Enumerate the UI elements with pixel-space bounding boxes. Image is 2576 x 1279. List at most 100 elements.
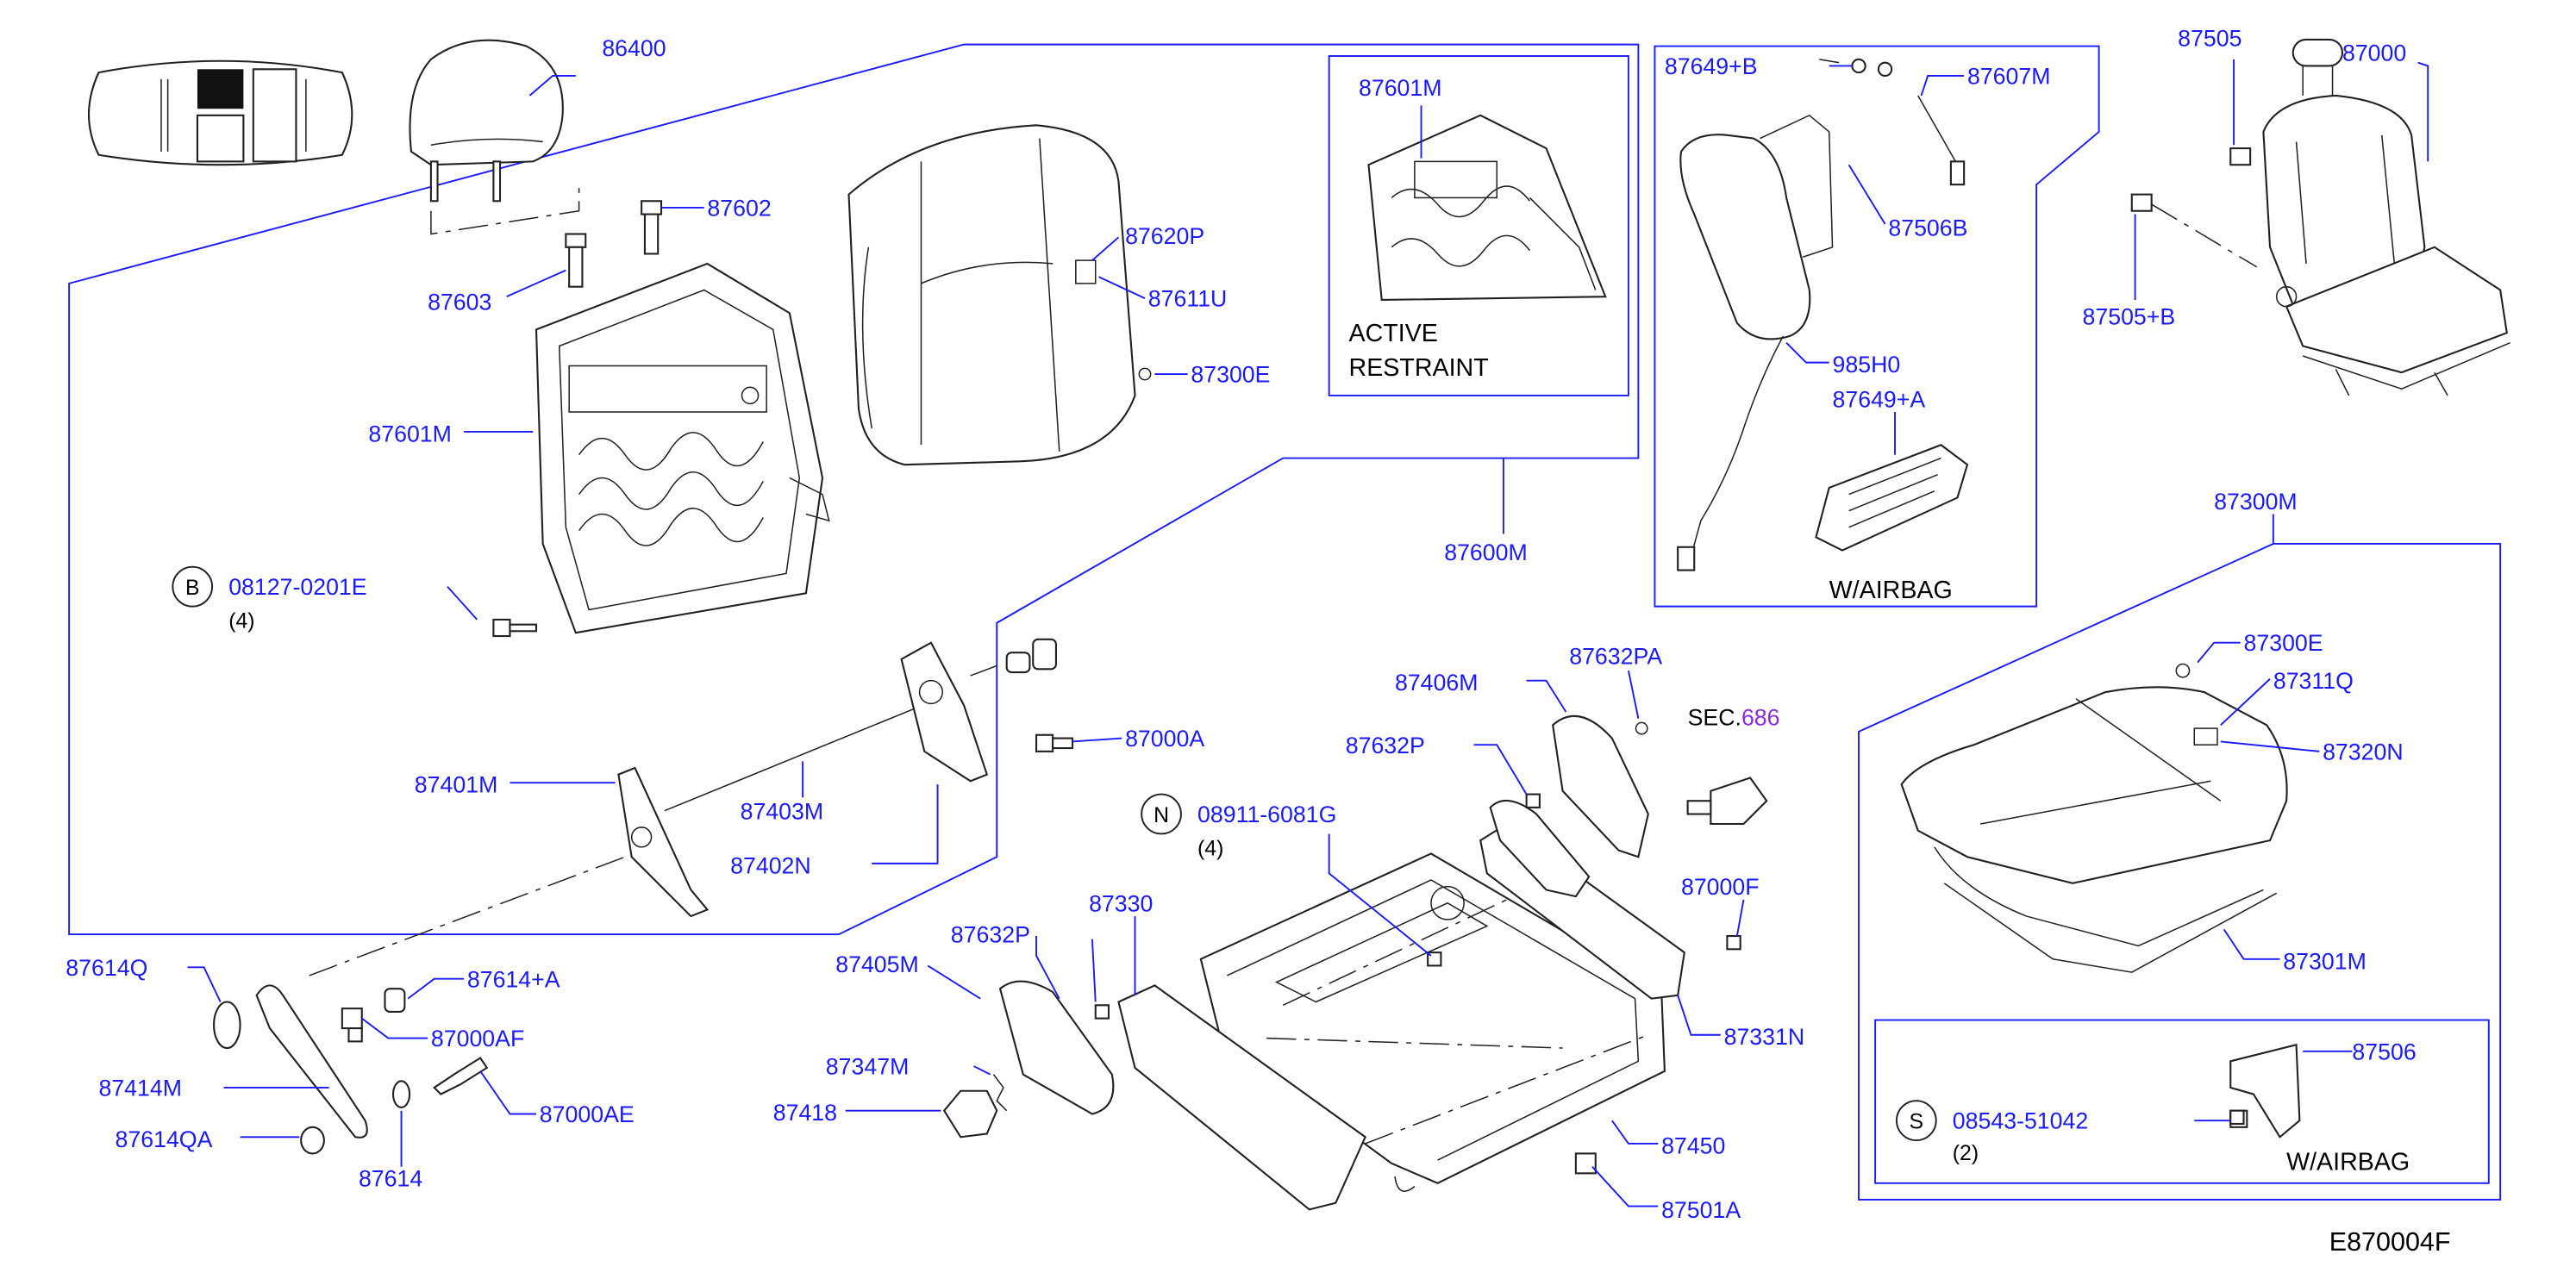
fastener-symbol: S: [1910, 1111, 1924, 1134]
shaft-87000AE: [433, 1057, 489, 1095]
fastener-part-number: 08543-51042: [1953, 1108, 2088, 1134]
fastener-quantity: (4): [228, 609, 254, 633]
callout-label: 87403M: [741, 798, 824, 824]
callout-label: 985H0: [1833, 352, 1901, 377]
callout-label: 87300E: [2244, 630, 2323, 656]
screw-87632P-lower: [1094, 1004, 1110, 1020]
airbag-bracket-frame: [1874, 1019, 2490, 1184]
bolt-87000A: [1035, 733, 1074, 752]
callout-label: 87601M: [1359, 75, 1442, 101]
callout-label: 87401M: [415, 772, 498, 798]
callout-label: 87301M: [2283, 948, 2367, 974]
callout-label: 87000AF: [431, 1026, 524, 1051]
w-airbag-note-bottom: W/AIRBAG: [2286, 1148, 2410, 1176]
side-cover-87632P-lower: [998, 980, 1115, 1115]
callout-label: 87614QA: [116, 1126, 213, 1152]
headrest-guide-87603: [565, 233, 587, 288]
bolt-08543-51042: [2229, 1109, 2245, 1126]
bolt-08127-0201E: [492, 618, 538, 638]
cushion-group-frame: [1858, 543, 2502, 1201]
clip-87300E-cushion: [2175, 663, 2191, 678]
rod-87403M: [664, 708, 916, 812]
callout-label: 87614Q: [66, 955, 147, 981]
callout-label: 87450: [1661, 1132, 1725, 1158]
side-cover-87406M: [1552, 714, 1649, 858]
w-airbag-note-top: W/AIRBAG: [1829, 577, 1953, 604]
callout-label: 87418: [773, 1100, 837, 1126]
slide-rail-87330: [1117, 984, 1366, 1211]
callout-label: 87649+B: [1665, 53, 1758, 79]
washer-87614: [391, 1080, 411, 1108]
callout-label: 87000AE: [540, 1101, 635, 1127]
section-number: 686: [1741, 704, 1780, 730]
bracket-dash: [1819, 59, 1840, 64]
callout-label: 87614+A: [467, 966, 560, 992]
callout-label: 87414M: [98, 1075, 182, 1101]
fastener-quantity: (2): [1953, 1142, 1979, 1165]
callout-label: 87311Q: [2273, 668, 2354, 694]
bushing-set: [1005, 638, 1057, 674]
callout-label: 87505: [2178, 26, 2241, 52]
seatback-frame-87601M: [535, 262, 830, 634]
nut-87649+B: [1851, 58, 1893, 78]
section-prefix: SEC.: [1688, 704, 1741, 730]
screw-87632P-upper: [1525, 793, 1541, 808]
active-restraint-frame-detail: [1367, 114, 1607, 302]
airbag-bracket-87649+A: [1815, 444, 1969, 552]
seatback-trim-87620P: [847, 124, 1136, 466]
clip-87300E-top: [1138, 367, 1152, 381]
callout-label: 87000A: [1125, 726, 1204, 752]
section-reference: SEC.686: [1688, 704, 1780, 730]
callout-label: 87632PA: [1569, 644, 1662, 670]
callout-label: 87000: [2342, 41, 2406, 66]
active-restraint-note-line1: ACTIVE: [1349, 320, 1438, 347]
fastener-part-number: 08911-6081G: [1197, 802, 1336, 827]
seat-cover-87505: [2229, 147, 2252, 166]
callout-label: 87632P: [951, 922, 1030, 948]
headrest-86400: [409, 39, 564, 203]
callout-label: 87300E: [1191, 362, 1270, 388]
seat-cushion-87300M: [1900, 686, 2288, 973]
fastener-callout-n: N 08911-6081G (4): [1141, 793, 1336, 860]
front-seat-assembly-87000: [2262, 38, 2510, 396]
callout-label: 87632P: [1346, 733, 1425, 758]
callout-label: 87649+A: [1833, 386, 1926, 412]
recliner-87401M: [617, 766, 710, 918]
knob-87418: [942, 1089, 998, 1139]
fastener-callout-s: S 08543-51042 (2): [1895, 1100, 2088, 1165]
callout-label: 87320N: [2323, 739, 2404, 764]
belt-87414M: [255, 984, 368, 1139]
fastener-symbol: N: [1154, 804, 1169, 827]
fastener-symbol: B: [185, 577, 200, 600]
leader-lines: [187, 59, 2429, 1207]
recliner-87402N: [900, 641, 989, 783]
callout-label: 87501A: [1661, 1197, 1741, 1223]
callout-label: 87330: [1089, 890, 1153, 916]
buckle-sec-686: [1686, 777, 1768, 826]
callout-label: 87601M: [368, 421, 452, 446]
airbag-harness-87607M: [1917, 95, 1966, 186]
callout-label: 87406M: [1395, 670, 1479, 696]
callout-label: 87603: [428, 289, 491, 315]
callout-label: 87405M: [835, 951, 919, 977]
callout-label: 87300M: [2214, 489, 2298, 515]
callout-label: 87402N: [730, 852, 811, 878]
callout-label: 87506: [2352, 1039, 2416, 1064]
callout-label: 87607M: [1967, 63, 2051, 89]
cap-87614+A: [384, 988, 406, 1014]
side-airbag-985H0: [1677, 114, 1834, 571]
callout-label: 87602: [707, 195, 771, 221]
callout-label: 87620P: [1125, 223, 1204, 249]
side-cover-87632P-upper: [1489, 799, 1591, 898]
headrest-guide-87602: [641, 200, 663, 255]
callout-label: 87331N: [1724, 1024, 1805, 1050]
seatback-group-frame: [68, 43, 1640, 936]
seat-cover-87505+B: [2130, 193, 2153, 212]
pulley-87614Q: [212, 1001, 241, 1050]
fastener-callout-b: B 08127-0201E (4): [172, 565, 367, 633]
bolt-87000AF: [341, 1008, 363, 1043]
active-restraint-note-line2: RESTRAINT: [1349, 354, 1489, 382]
callout-label: 87614: [359, 1166, 422, 1192]
